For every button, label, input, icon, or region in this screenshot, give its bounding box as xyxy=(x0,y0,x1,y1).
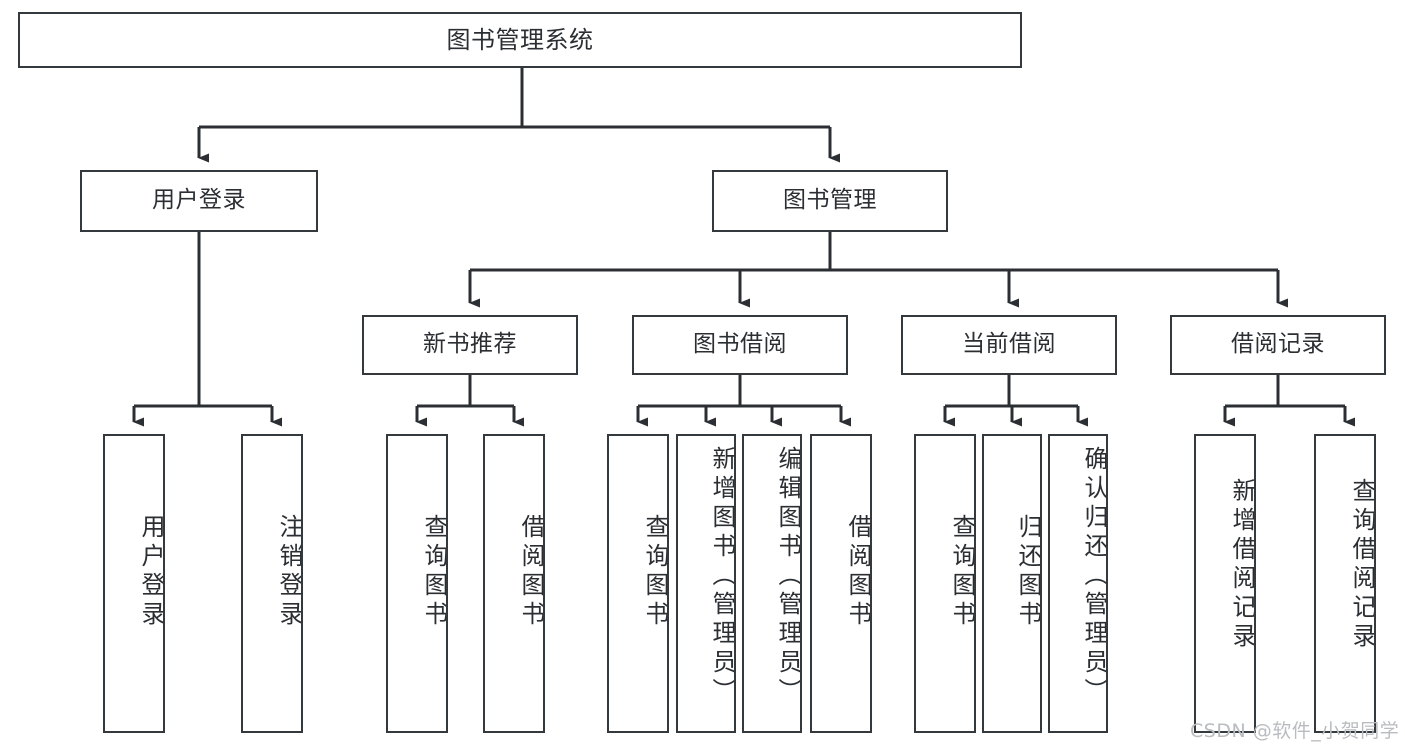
node-current-borrow[interactable]: 当前借阅 xyxy=(901,315,1117,375)
node-user-login[interactable]: 用户登录 xyxy=(80,170,318,232)
leaf-borrow-book-borrow-label: 借阅图书 xyxy=(844,514,872,630)
leaf-add-book[interactable]: 新增图书（管理员） xyxy=(676,434,736,733)
csdn-watermark: CSDN @软件_小贺同学 xyxy=(1190,720,1400,742)
node-book-borrow-label: 图书借阅 xyxy=(693,331,787,358)
leaf-query-book-current[interactable]: 查询图书 xyxy=(914,434,976,733)
node-new-book-recommend[interactable]: 新书推荐 xyxy=(362,315,578,375)
node-book-manage-label: 图书管理 xyxy=(783,187,877,214)
leaf-query-book-borrow-label: 查询图书 xyxy=(641,514,669,630)
node-book-borrow[interactable]: 图书借阅 xyxy=(632,315,848,375)
leaf-user-login-label: 用户登录 xyxy=(137,514,165,630)
node-root[interactable]: 图书管理系统 xyxy=(18,12,1022,68)
leaf-edit-book[interactable]: 编辑图书（管理员） xyxy=(742,434,802,733)
leaf-user-login[interactable]: 用户登录 xyxy=(103,434,165,733)
leaf-query-borrow-record-label: 查询借阅记录 xyxy=(1348,478,1376,652)
leaf-return-book[interactable]: 归还图书 xyxy=(982,434,1042,733)
leaf-query-book-recommend-label: 查询图书 xyxy=(420,514,448,630)
leaf-add-borrow-record-label: 新增借阅记录 xyxy=(1228,478,1256,652)
node-book-manage[interactable]: 图书管理 xyxy=(712,170,948,232)
leaf-borrow-book-borrow[interactable]: 借阅图书 xyxy=(810,434,872,733)
leaf-logout-label: 注销登录 xyxy=(275,514,303,630)
leaf-query-book-borrow[interactable]: 查询图书 xyxy=(607,434,669,733)
leaf-query-book-recommend[interactable]: 查询图书 xyxy=(386,434,448,733)
leaf-add-book-label: 新增图书（管理员） xyxy=(708,446,736,707)
node-user-login-label: 用户登录 xyxy=(152,187,246,214)
leaf-borrow-book-recommend[interactable]: 借阅图书 xyxy=(483,434,545,733)
node-borrow-record[interactable]: 借阅记录 xyxy=(1170,315,1386,375)
leaf-logout[interactable]: 注销登录 xyxy=(241,434,303,733)
leaf-edit-book-label: 编辑图书（管理员） xyxy=(774,446,802,707)
node-borrow-record-label: 借阅记录 xyxy=(1231,331,1325,358)
leaf-return-book-label: 归还图书 xyxy=(1014,514,1042,630)
node-root-label: 图书管理系统 xyxy=(446,25,594,54)
node-new-book-recommend-label: 新书推荐 xyxy=(423,331,517,358)
leaf-add-borrow-record[interactable]: 新增借阅记录 xyxy=(1194,434,1256,733)
leaf-borrow-book-recommend-label: 借阅图书 xyxy=(517,514,545,630)
leaf-confirm-return[interactable]: 确认归还（管理员） xyxy=(1048,434,1108,733)
leaf-query-borrow-record[interactable]: 查询借阅记录 xyxy=(1314,434,1376,733)
node-current-borrow-label: 当前借阅 xyxy=(962,331,1056,358)
leaf-query-book-current-label: 查询图书 xyxy=(948,514,976,630)
leaf-confirm-return-label: 确认归还（管理员） xyxy=(1080,446,1108,707)
